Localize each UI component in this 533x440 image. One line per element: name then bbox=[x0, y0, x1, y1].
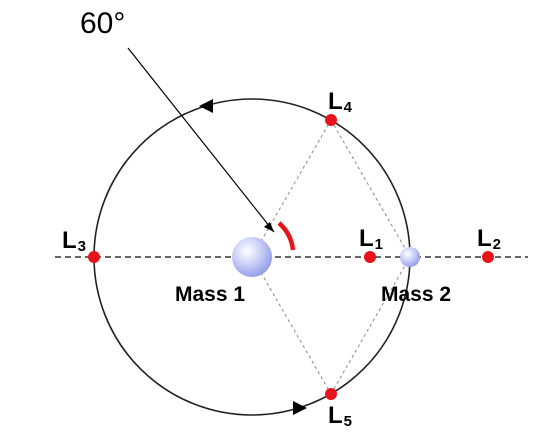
angle-pointer-arrowhead bbox=[264, 222, 274, 232]
lagrange-label-l5-sub: 5 bbox=[344, 413, 352, 430]
guide-line-mass1-l4 bbox=[251, 119, 332, 258]
orbit-arrow-bottom bbox=[293, 401, 307, 415]
guide-lines bbox=[251, 119, 411, 395]
angle-pointer-line bbox=[127, 47, 275, 233]
lagrange-point-l1 bbox=[364, 251, 376, 263]
orbit-arrow-top bbox=[199, 99, 213, 113]
lagrange-point-l5 bbox=[325, 388, 337, 400]
lagrange-label-l2: L2 bbox=[477, 225, 501, 253]
guide-line-mass1-l5 bbox=[251, 256, 332, 395]
mass-1-body bbox=[232, 237, 272, 277]
lagrange-point-l4 bbox=[325, 114, 337, 126]
lagrange-label-l4-sub: 4 bbox=[344, 99, 353, 116]
lagrange-label-l5-letter: L bbox=[328, 402, 343, 429]
lagrange-label-l5: L5 bbox=[328, 402, 352, 430]
angle-arc bbox=[277, 221, 296, 251]
angle-label: 60° bbox=[80, 7, 125, 40]
lagrange-label-l1-sub: 1 bbox=[375, 236, 383, 253]
lagrange-label-l2-letter: L bbox=[477, 225, 492, 252]
lagrange-label-l1: L1 bbox=[359, 225, 383, 253]
lagrange-label-l4: L4 bbox=[328, 88, 353, 116]
mass-2-body bbox=[400, 247, 420, 267]
guide-line-l4-mass2 bbox=[330, 119, 411, 258]
guide-line-l5-mass2 bbox=[330, 256, 411, 395]
mass-2-label: Mass 2 bbox=[381, 283, 451, 306]
lagrange-label-l1-letter: L bbox=[359, 225, 374, 252]
lagrange-point-l3 bbox=[88, 251, 100, 263]
lagrange-label-l3: L3 bbox=[62, 227, 86, 255]
lagrange-label-l2-sub: 2 bbox=[493, 236, 501, 253]
lagrange-point-l2 bbox=[482, 251, 494, 263]
mass-1-label: Mass 1 bbox=[175, 283, 245, 306]
lagrange-label-l3-sub: 3 bbox=[78, 238, 86, 255]
lagrange-label-l4-letter: L bbox=[328, 88, 343, 115]
lagrange-label-l3-letter: L bbox=[62, 227, 77, 254]
